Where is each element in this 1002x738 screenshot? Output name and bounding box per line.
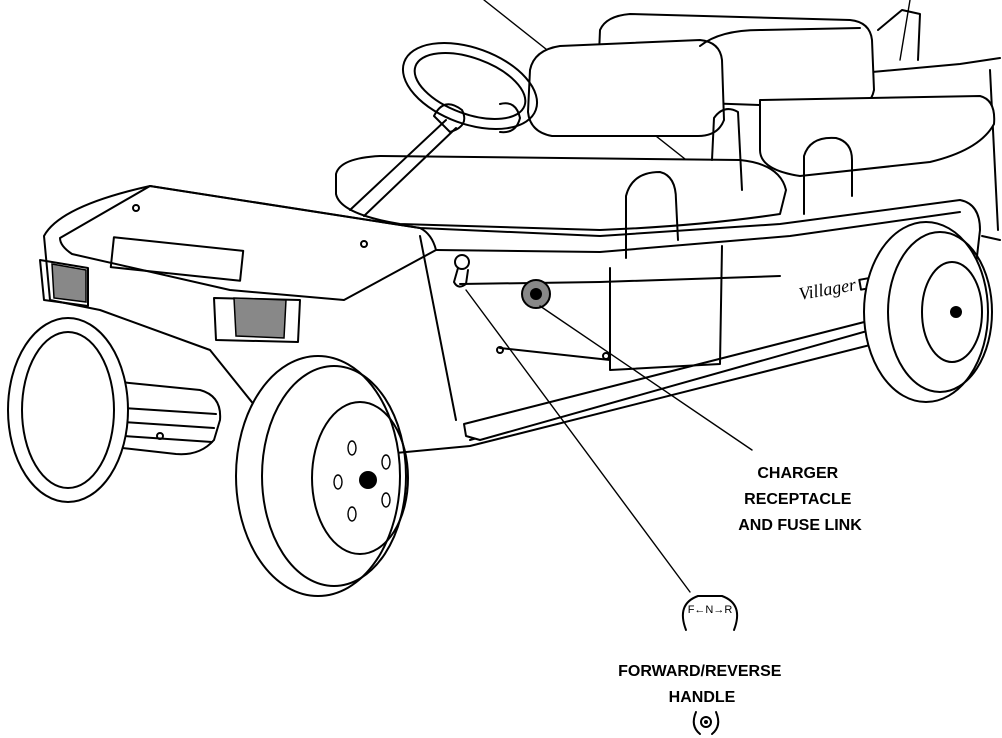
seat-side-frame [609, 245, 723, 371]
hub-rim [921, 261, 983, 363]
panel-screw [496, 346, 504, 354]
seat-backs [527, 13, 875, 137]
steering-column [349, 119, 457, 217]
headlight-grille-left [39, 259, 89, 307]
cowl-badge-plate [109, 236, 245, 282]
wheel-front [235, 355, 409, 597]
cowl-screw [360, 240, 368, 248]
rear-seat-bench [759, 95, 996, 177]
handle-base-detail [692, 711, 720, 735]
steering-wheel [401, 42, 539, 134]
wheel-rear-left [7, 317, 129, 503]
hub-rim [311, 401, 409, 555]
charger-receptacle [521, 279, 551, 309]
key-switch [453, 254, 470, 288]
cowl-screw [132, 204, 140, 212]
front-cowl [59, 185, 437, 301]
hub-center [950, 306, 962, 318]
seat-grab-handles [625, 108, 853, 259]
leader-line-forward-reverse [465, 289, 691, 593]
rear-roof-support [871, 9, 1001, 241]
front-seat-cushion [335, 155, 787, 231]
forward-reverse-handle-label: FORWARD/REVERSE HANDLE [618, 663, 786, 706]
leader-line-top-right [899, 0, 911, 61]
wheel-rear-right [863, 221, 993, 403]
forward-reverse-knob: F←N→R [682, 595, 738, 631]
hub-center [359, 471, 377, 489]
leader-line-charger [539, 305, 753, 451]
headlight-grille-right [213, 297, 301, 343]
charger-receptacle-label: CHARGER RECEPTACLE AND FUSE LINK [738, 465, 862, 534]
floor-board [463, 317, 893, 441]
knob-text: F←N→R [688, 604, 733, 616]
